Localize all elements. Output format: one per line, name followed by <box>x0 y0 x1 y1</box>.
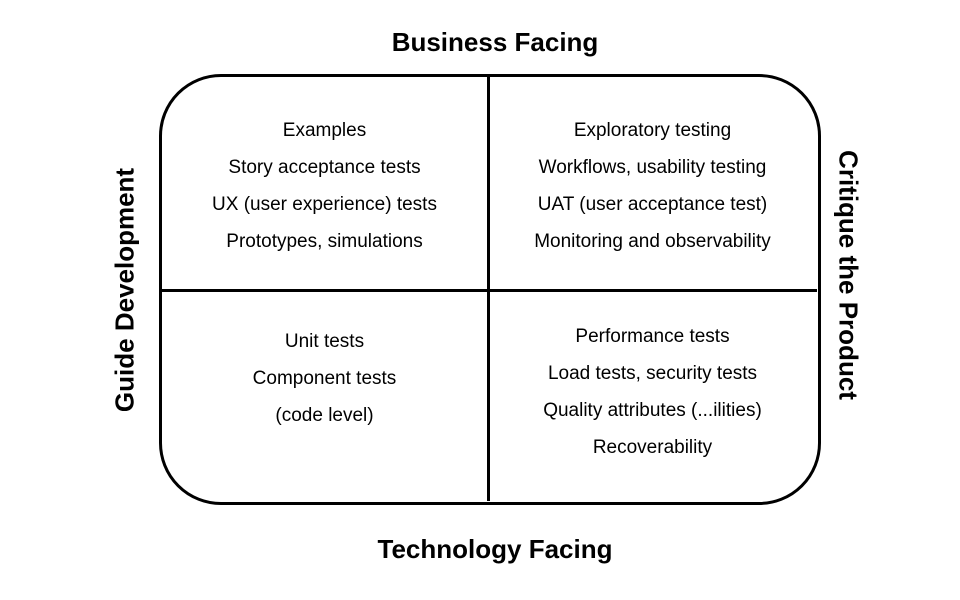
quadrant-item: Workflows, usability testing <box>538 157 767 178</box>
quadrant-item: Quality attributes (...ilities) <box>543 400 762 421</box>
axis-label-guide-development: Guide Development <box>109 167 140 413</box>
quadrant-item: Exploratory testing <box>573 120 732 141</box>
quadrant-item: Monitoring and observability <box>534 231 771 252</box>
quadrant-item: UX (user experience) tests <box>212 194 437 215</box>
quadrant-top-left: Examples Story acceptance tests UX (user… <box>162 112 487 260</box>
quadrant-item: Load tests, security tests <box>547 363 758 384</box>
horizontal-divider <box>161 289 817 292</box>
vertical-divider <box>487 76 490 501</box>
quadrant-top-right: Exploratory testing Workflows, usability… <box>490 112 815 260</box>
quadrant-item: Performance tests <box>575 326 730 347</box>
axis-label-critique-the-product: Critique the Product <box>833 150 864 400</box>
quadrant-item: Story acceptance tests <box>228 157 421 178</box>
quadrant-item: Component tests <box>252 368 397 389</box>
quadrant-item: UAT (user acceptance test) <box>537 194 768 215</box>
axis-label-technology-facing: Technology Facing <box>377 534 613 564</box>
quadrant-bottom-left: Unit tests Component tests (code level) <box>162 323 487 434</box>
quadrant-item: (code level) <box>275 405 374 426</box>
quadrant-item: Prototypes, simulations <box>226 231 423 252</box>
quadrant-bottom-right: Performance tests Load tests, security t… <box>490 318 815 466</box>
quadrant-frame <box>159 74 821 505</box>
axis-label-business-facing: Business Facing <box>391 27 599 57</box>
quadrant-item: Recoverability <box>592 437 713 458</box>
quadrant-item: Examples <box>282 120 367 141</box>
quadrant-item: Unit tests <box>284 331 365 352</box>
